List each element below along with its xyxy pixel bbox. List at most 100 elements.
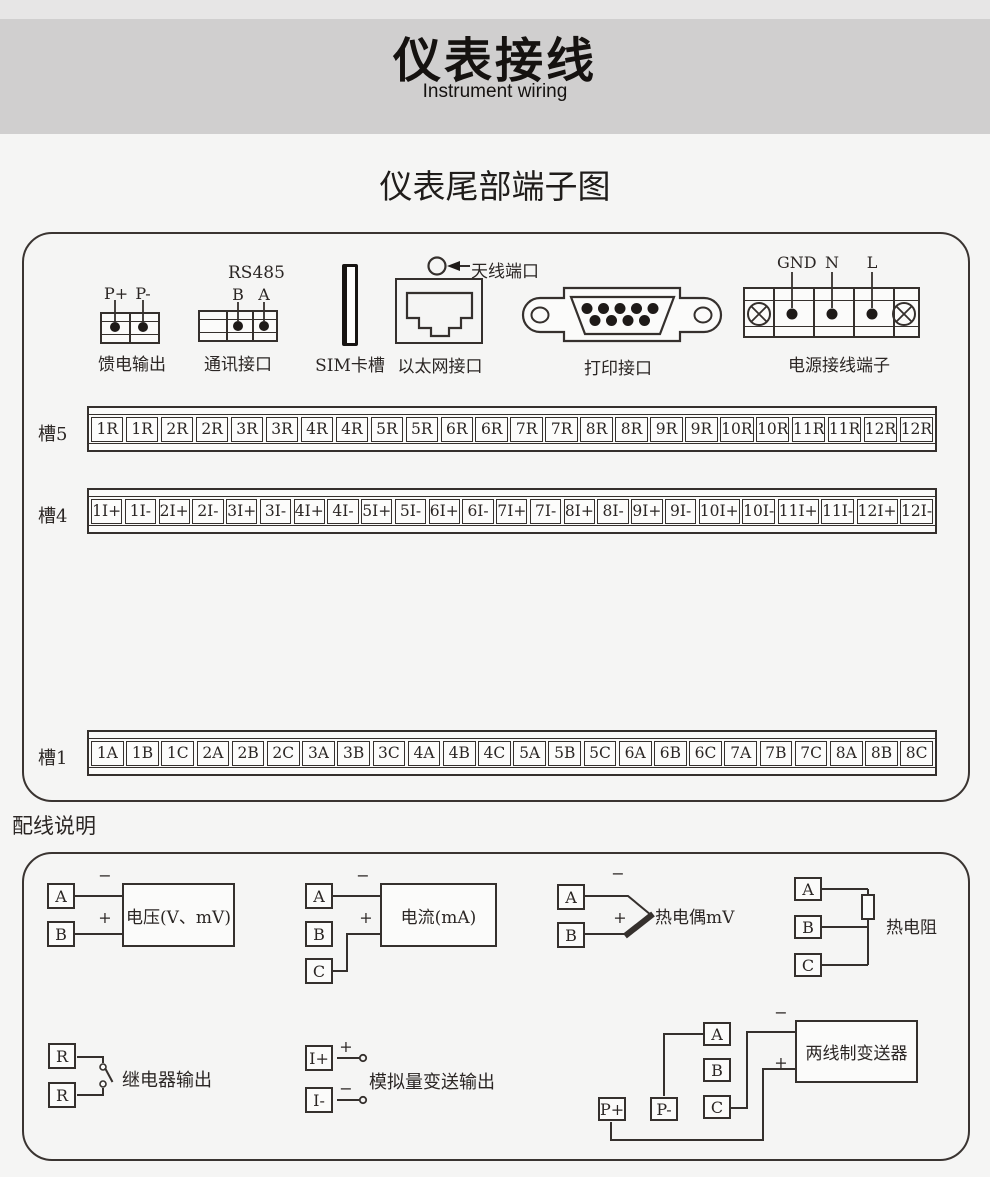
terminal-cell: 4A	[407, 740, 441, 766]
current-terminal-a: A	[305, 883, 333, 909]
voltage-terminal-a: A	[47, 883, 75, 909]
terminal-cell: 11I-	[821, 498, 855, 524]
terminal-cell: 9R	[650, 416, 683, 442]
sim-slot-label: SIM卡槽	[315, 356, 385, 376]
terminal-cell: 12I+	[856, 498, 898, 524]
terminal-cell: 5R	[405, 416, 439, 442]
tc-terminal-a: A	[557, 884, 585, 910]
terminal-cell: 1B	[126, 740, 159, 766]
rs485-label: RS485	[228, 263, 285, 283]
terminal-cell: 8I+	[563, 498, 595, 524]
twowire-terminal-pminus: P-	[650, 1097, 678, 1121]
terminal-cell: 10I-	[742, 498, 776, 524]
analog-terminal-iminus: I-	[305, 1087, 333, 1113]
terminal-cell: 10R	[756, 416, 790, 442]
terminal-cell: 7I-	[529, 498, 562, 524]
terminal-cell: 2A	[196, 740, 230, 766]
terminal-cell: 7R	[545, 416, 578, 442]
terminal-panel	[22, 232, 970, 802]
current-device-box: 电流(mA)	[380, 883, 497, 947]
terminal-cell: 4R	[300, 416, 334, 442]
voltage-terminal-b: B	[47, 921, 75, 947]
current-terminal-b: B	[305, 921, 333, 947]
slot4-label: 槽4	[38, 506, 68, 527]
slot5-label: 槽5	[38, 424, 68, 445]
terminal-cell: 9I+	[631, 498, 663, 524]
terminal-cell: 1A	[91, 740, 124, 766]
terminal-label-p-minus: P-	[135, 284, 151, 303]
power-terminal-label: 电源接线端子	[788, 356, 890, 376]
terminal-cell: 4I-	[327, 498, 359, 524]
voltage-device-box: 电压(V、mV)	[122, 883, 235, 947]
rtd-terminal-c: C	[794, 953, 822, 977]
rtd-label: 热电阻	[886, 918, 937, 938]
relay-output-label: 继电器输出	[122, 1070, 212, 1091]
tc-plus-sign: +	[613, 908, 627, 927]
terminal-cell: 5I-	[394, 498, 427, 524]
comm-port-block	[198, 310, 278, 342]
terminal-cell: 2R	[160, 416, 194, 442]
current-terminal-c: C	[305, 958, 333, 984]
terminal-cell: 1I+	[91, 498, 123, 524]
twowire-device-box: 两线制变送器	[795, 1020, 918, 1083]
terminal-cell: 6A	[618, 740, 652, 766]
strip-top-rail	[89, 732, 935, 739]
feed-output-label: 馈电输出	[98, 355, 166, 375]
terminal-cell: 2R	[195, 416, 229, 442]
strip-bottom-rail	[89, 767, 935, 774]
terminal-cell: 2C	[266, 740, 300, 766]
terminal-cell: 7I+	[496, 498, 528, 524]
terminal-cell: 12I-	[900, 498, 934, 524]
rtd-terminal-b: B	[794, 915, 822, 939]
analog-plus-sign: +	[339, 1037, 353, 1056]
voltage-plus-sign: +	[98, 908, 112, 927]
terminal-cell: 10I+	[698, 498, 740, 524]
terminal-cell: 8R	[615, 416, 648, 442]
terminal-cell: 10R	[720, 416, 754, 442]
section-title: 仪表尾部端子图	[379, 168, 611, 205]
terminal-cell: 7C	[794, 740, 828, 766]
terminal-cell: 8I-	[597, 498, 629, 524]
relay-terminal-r2: R	[48, 1082, 76, 1108]
terminal-cell: 4I+	[293, 498, 325, 524]
comm-port-label: 通讯接口	[204, 355, 272, 375]
terminal-cell: 9R	[685, 416, 718, 442]
terminal-cell: 2I+	[158, 498, 190, 524]
terminal-cell: 6R	[440, 416, 473, 442]
terminal-label-a: A	[258, 285, 270, 304]
strip-top-rail	[89, 408, 935, 415]
terminal-cell: 5C	[583, 740, 617, 766]
terminal-cell: 2B	[231, 740, 265, 766]
strip-bottom-rail	[89, 443, 935, 450]
header-banner: 仪表接线 Instrument wiring	[0, 19, 990, 134]
terminal-cell: 6I-	[462, 498, 494, 524]
terminal-cell: 3I-	[259, 498, 292, 524]
twowire-terminal-b: B	[703, 1058, 731, 1082]
strip-top-rail	[89, 490, 935, 497]
terminal-cell: 6I+	[428, 498, 460, 524]
terminal-cell: 3R	[265, 416, 299, 442]
terminal-cell: 5B	[548, 740, 582, 766]
analog-terminal-iplus: I+	[305, 1045, 333, 1071]
terminal-cell: 5I+	[361, 498, 393, 524]
terminal-label-p-plus: P+	[104, 284, 129, 303]
thermocouple-label: 热电偶mV	[655, 908, 735, 928]
twowire-plus-sign: +	[774, 1053, 788, 1072]
terminal-cell: 1R	[91, 416, 124, 442]
page-title: 仪表接线	[392, 35, 597, 88]
terminal-cell: 2I-	[192, 498, 224, 524]
analog-output-label: 模拟量变送输出	[369, 1072, 495, 1093]
terminal-cell: 6C	[689, 740, 722, 766]
terminal-cell: 3C	[372, 740, 406, 766]
terminal-cell: 7A	[724, 740, 758, 766]
terminal-label-l: L	[866, 253, 878, 272]
strip-bottom-rail	[89, 525, 935, 532]
terminal-cell: 12R	[863, 416, 898, 442]
wiring-section-title: 配线说明	[12, 814, 96, 838]
terminal-cell: 3I+	[226, 498, 258, 524]
terminal-cell: 7R	[510, 416, 543, 442]
sim-slot-shape	[342, 264, 358, 346]
feed-output-block	[100, 312, 160, 344]
